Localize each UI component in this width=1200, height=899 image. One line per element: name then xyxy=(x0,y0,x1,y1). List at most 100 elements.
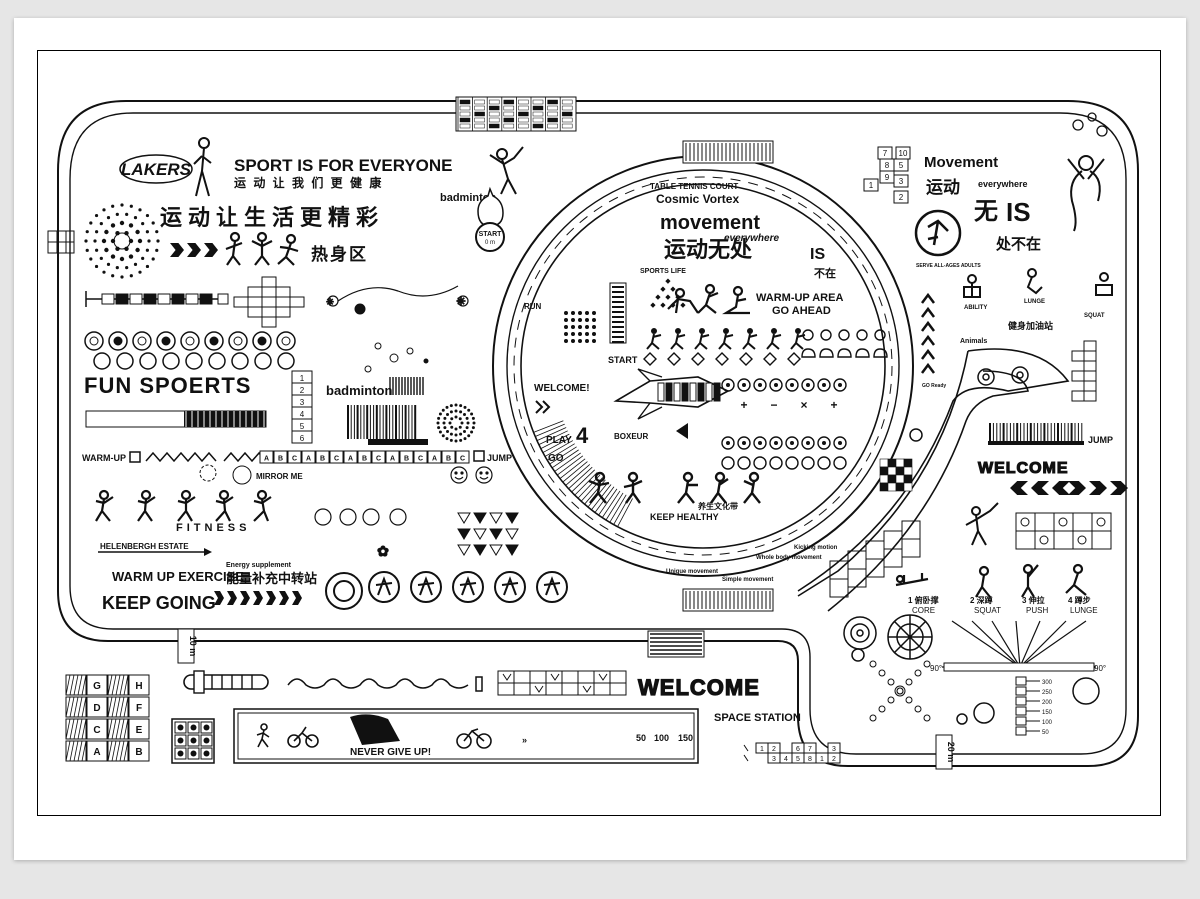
go-ahead: GO AHEAD xyxy=(772,305,831,317)
wu-right-cn: 无 xyxy=(974,198,998,225)
right-swoosh-track xyxy=(797,348,1070,612)
svg-text:4: 4 xyxy=(784,756,788,763)
svg-text:LAKERS: LAKERS xyxy=(121,160,192,179)
target-circles-right xyxy=(843,614,933,662)
warm-up-figures xyxy=(667,283,750,315)
svg-text:JUMP: JUMP xyxy=(487,453,512,463)
svg-text:◆: ◆ xyxy=(670,302,676,309)
start-badge: START 0 m xyxy=(475,186,505,252)
hot-zone-cn: 热身区 xyxy=(311,244,368,264)
svg-text:2: 2 xyxy=(899,193,904,202)
svg-text:◆: ◆ xyxy=(665,278,671,285)
vine-decoration: ✳ ✳ xyxy=(326,285,469,309)
svg-text:B: B xyxy=(446,456,451,463)
dot-x-pattern xyxy=(869,660,931,722)
sport-life-cn: 运动让生活更精彩 xyxy=(160,205,384,230)
kicking-motion: Kicking motion xyxy=(794,545,838,551)
runner-figure-top xyxy=(193,137,212,197)
svg-text:5: 5 xyxy=(899,161,904,170)
ring-top-bar xyxy=(682,140,774,612)
svg-text:100: 100 xyxy=(1042,720,1053,726)
pill-ladder xyxy=(183,670,269,694)
push-label: PUSH xyxy=(1026,606,1048,615)
svg-text:✳: ✳ xyxy=(456,296,465,308)
hopscotch-vertical xyxy=(1071,340,1097,402)
left-ladder xyxy=(47,230,75,254)
everywhere-center: everywhere xyxy=(724,233,779,244)
helenbergh-arrow: HELENBERGH ESTATE xyxy=(98,542,212,556)
svg-text:◆: ◆ xyxy=(655,294,661,301)
symbol-rows-right: +−×+ xyxy=(721,378,847,470)
gem-icons xyxy=(457,512,519,556)
start-inner: START xyxy=(608,355,638,365)
central-ring xyxy=(492,155,914,577)
svg-text:150: 150 xyxy=(1042,710,1053,716)
svg-text:MIRROR ME: MIRROR ME xyxy=(256,472,303,481)
svg-text:A: A xyxy=(432,456,437,463)
cosmic-vortex: Cosmic Vortex xyxy=(656,192,739,206)
svg-text:0 m: 0 m xyxy=(485,240,495,246)
svg-text:+: + xyxy=(740,398,747,412)
space-station: SPACE STATION xyxy=(714,712,801,724)
squat-cn: 2 深蹲 xyxy=(970,595,993,605)
nine-grid-right xyxy=(879,458,913,492)
svg-text:7: 7 xyxy=(883,149,888,158)
squat-top-label: SQUAT xyxy=(1084,313,1105,319)
jump-right: JUMP xyxy=(1088,435,1113,445)
top-number-blocks xyxy=(455,96,577,132)
swoosh-grid xyxy=(829,520,921,598)
svg-text:C: C xyxy=(334,456,339,463)
small-circles-bottom-right xyxy=(956,677,1100,725)
svg-text:A: A xyxy=(306,456,311,463)
svg-text:3: 3 xyxy=(899,177,904,186)
svg-text:250: 250 xyxy=(1042,690,1053,696)
svg-text:8: 8 xyxy=(885,161,890,170)
lunge-cn: 4 蹲步 xyxy=(1068,595,1091,605)
svg-text:10: 10 xyxy=(899,149,908,158)
run-label: RUN xyxy=(524,302,542,311)
weather-icons xyxy=(801,329,888,358)
svg-text:✳: ✳ xyxy=(326,297,334,307)
movement-center: movement xyxy=(660,212,760,234)
fan-lines xyxy=(942,620,1096,672)
deg-90-right: 90° xyxy=(1094,664,1106,673)
whole-body-movement: Whole body movement xyxy=(756,555,822,561)
svg-text:1: 1 xyxy=(820,756,824,763)
hopscotch-cross xyxy=(233,276,305,328)
attention-target xyxy=(354,303,429,373)
jump-left: JUMP xyxy=(473,450,512,463)
ability-label: ABILITY xyxy=(964,305,987,311)
scale-50: 50 xyxy=(636,733,646,743)
everywhere-right: everywhere xyxy=(978,179,1028,189)
svg-text:H: H xyxy=(135,681,142,692)
svg-text:3: 3 xyxy=(300,398,305,407)
animal-tile-grid xyxy=(1015,512,1112,550)
svg-text:C: C xyxy=(292,456,297,463)
svg-text:◆: ◆ xyxy=(650,302,656,309)
svg-text:◆: ◆ xyxy=(660,302,666,309)
svg-text:1: 1 xyxy=(869,181,874,190)
dot-flower-left xyxy=(84,203,160,279)
svg-text:8: 8 xyxy=(808,756,812,763)
svg-text:4: 4 xyxy=(300,410,305,419)
exercise-figures-top xyxy=(225,231,299,266)
go-ready: GO Ready xyxy=(922,383,946,389)
dot-triangle: ◆◆◆◆◆◆◆◆◆◆ xyxy=(650,278,686,309)
svg-text:2: 2 xyxy=(772,746,776,753)
welcome-bottom: WELCOME xyxy=(638,675,760,700)
svg-text:6: 6 xyxy=(300,434,305,443)
svg-text:200: 200 xyxy=(1042,700,1053,706)
energy-supplement: Energy supplement xyxy=(226,562,292,569)
is-center: IS xyxy=(810,246,825,263)
hopscotch-ruler-left xyxy=(85,291,229,307)
mirror-me: MIRROR ME xyxy=(199,464,303,485)
svg-text:5: 5 xyxy=(796,756,800,763)
svg-text:7: 7 xyxy=(808,746,812,753)
svg-text:C: C xyxy=(93,725,100,736)
tennis-player xyxy=(965,502,999,546)
culture-cn: 养生文化带 xyxy=(697,501,738,511)
svg-text:A: A xyxy=(93,747,100,758)
svg-text:+: + xyxy=(830,398,837,412)
